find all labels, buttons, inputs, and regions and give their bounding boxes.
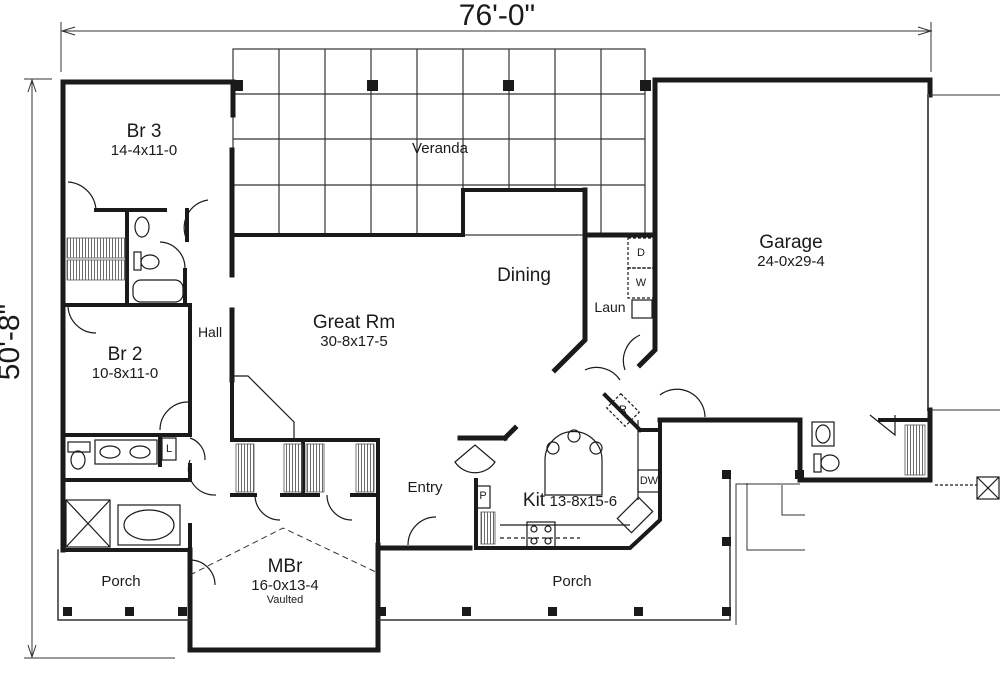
vaulted-ceiling-line [189, 527, 379, 576]
room-size: 16-0x13-4 [251, 576, 319, 594]
closet-shelves [66, 237, 926, 545]
front-porch [378, 94, 1000, 625]
room-porch-left: Porch [101, 573, 141, 591]
room-size: 24-0x29-4 [757, 252, 825, 270]
room-note: Vaulted [266, 594, 304, 607]
porch-posts [63, 470, 804, 616]
veranda-grid [232, 48, 646, 236]
room-name: Kit [522, 490, 546, 511]
pantry-label: P [479, 490, 487, 502]
room-size: 30-8x17-5 [320, 332, 388, 350]
room-master-bedroom: MBr 16-0x13-4 Vaulted [251, 556, 319, 607]
overall-depth-dimension: 50'-8" [0, 303, 26, 381]
door-swings [67, 181, 896, 586]
room-name: Entry [407, 479, 443, 496]
room-name: Dining [497, 265, 551, 286]
room-size: 14-4x11-0 [110, 141, 178, 159]
room-kitchen: Kit 13-8x15-6 [522, 490, 618, 512]
room-name: MBr [267, 556, 303, 577]
room-name: Laun [594, 299, 626, 315]
room-porch-front: Porch [552, 573, 592, 591]
room-name: Veranda [412, 140, 468, 157]
room-entry: Entry [407, 479, 443, 497]
walls [57, 77, 933, 653]
washer-label: W [635, 277, 647, 289]
veranda-posts [232, 80, 651, 91]
room-name: Br 3 [126, 121, 162, 142]
room-size: 10-8x11-0 [91, 364, 159, 382]
room-veranda: Veranda [412, 140, 468, 158]
room-name: Great Rm [312, 312, 396, 333]
room-dining: Dining [497, 265, 551, 287]
refrigerator-label: R [619, 404, 627, 416]
room-name: Garage [759, 232, 823, 253]
linen-label: L [165, 443, 173, 455]
overall-width-dimension: 76'-0" [458, 0, 536, 32]
room-name: Porch [552, 573, 592, 590]
fixtures [65, 216, 1000, 548]
dimension-lines [24, 22, 933, 659]
dishwasher-label: DW [639, 475, 659, 487]
room-name: Porch [101, 573, 141, 590]
room-br2: Br 2 10-8x11-0 [91, 344, 159, 382]
room-laundry: Laun [594, 299, 626, 315]
dryer-label: D [637, 247, 645, 259]
room-hall: Hall [197, 324, 223, 340]
room-name: Br 2 [107, 344, 143, 365]
room-name: Hall [197, 324, 223, 340]
room-size: 13-8x15-6 [549, 493, 618, 510]
room-br3: Br 3 14-4x11-0 [110, 121, 178, 159]
room-garage: Garage 24-0x29-4 [757, 232, 825, 270]
room-great-room: Great Rm 30-8x17-5 [312, 312, 396, 350]
